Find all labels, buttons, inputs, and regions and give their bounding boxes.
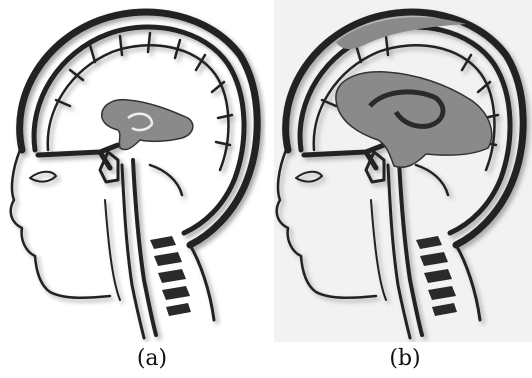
vertebrae <box>150 236 191 316</box>
caption-b: (b) <box>365 346 445 371</box>
head-sagittal-illustration-a <box>0 0 266 342</box>
lateral-ventricle-normal <box>102 100 193 150</box>
panel-b: (b) <box>266 0 532 342</box>
head-sagittal-illustration-b <box>266 0 532 342</box>
face-profile <box>11 150 110 298</box>
panel-a: (a) <box>0 0 266 342</box>
caption-a: (a) <box>112 346 192 371</box>
